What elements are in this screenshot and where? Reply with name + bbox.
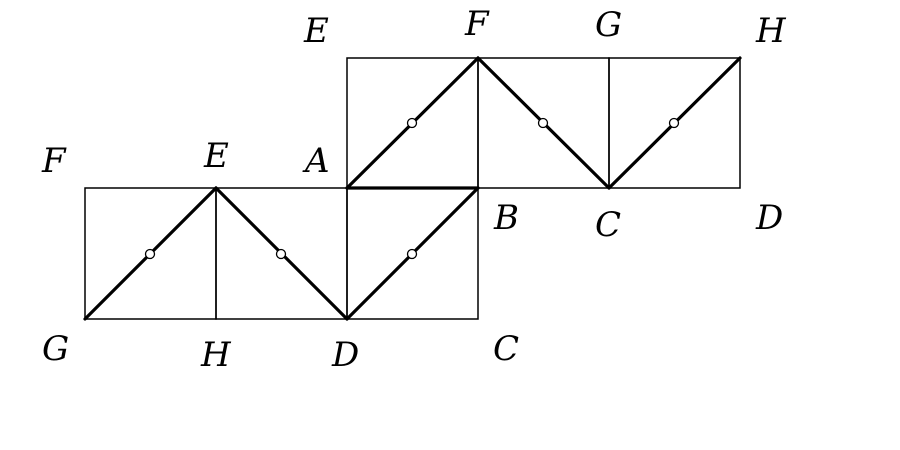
vertex-label-mid-b: B [493,198,519,238]
vertex-label-bot-g: G [42,329,69,369]
vertex-label-bot-h: H [200,335,232,375]
vertex-label-top-f: F [464,4,490,44]
midpoint-marker [275,248,287,260]
vertex-label-bot-c: C [493,329,519,369]
vertex-label-left-e: E [203,136,229,176]
vertex-label-top-g: G [595,5,622,45]
midpoint-marker [537,117,549,129]
square-upper-3 [608,57,741,189]
midpoint-markers [144,117,680,260]
vertex-label-mid-d: D [755,198,783,238]
midpoint-marker [406,248,418,260]
midpoint-marker [406,117,418,129]
midpoint-marker [144,248,156,260]
vertex-label-mid-c: C [595,205,621,245]
midpoint-marker [668,117,680,129]
vertex-labels: E F G H A B C D F E G H D C [41,4,787,375]
vertex-label-mid-a: A [302,141,330,181]
vertex-label-top-e: E [303,11,329,51]
vertex-label-top-h: H [755,11,787,51]
vertex-label-bot-d: D [331,335,359,375]
vertex-label-left-f: F [41,141,67,181]
